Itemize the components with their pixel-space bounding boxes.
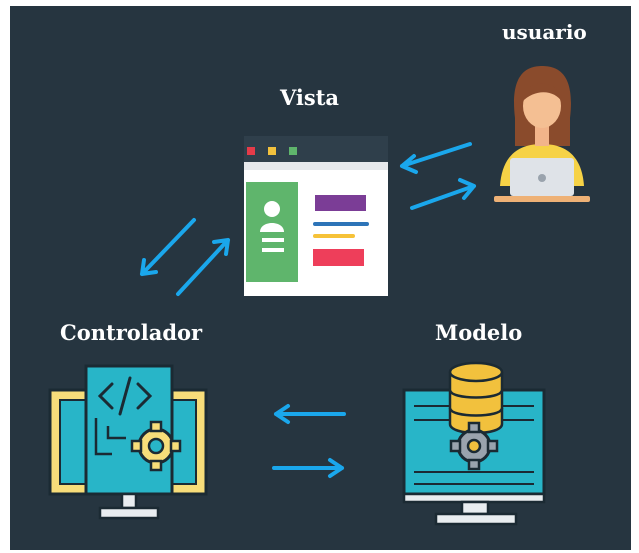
arrow-modelo-to-controlador [274,404,346,424]
monitor-database-gear-icon [402,361,546,526]
label-vista: Vista [280,85,340,110]
diagram-canvas: usuario Vista Controlador Modelo [10,6,631,550]
arrow-vista-to-usuario [410,178,476,210]
browser-window-profile-icon [244,136,388,296]
label-usuario: usuario [502,20,587,44]
user-at-laptop-icon [494,66,590,202]
arrow-vista-to-controlador [140,218,196,276]
label-controlador: Controlador [60,320,203,345]
diagram-art [48,66,590,526]
monitor-code-gear-icon [48,364,208,520]
arrow-usuario-to-vista [400,142,472,174]
arrow-controlador-to-vista [176,238,230,296]
label-modelo: Modelo [435,320,523,345]
arrow-controlador-to-modelo [272,458,344,478]
